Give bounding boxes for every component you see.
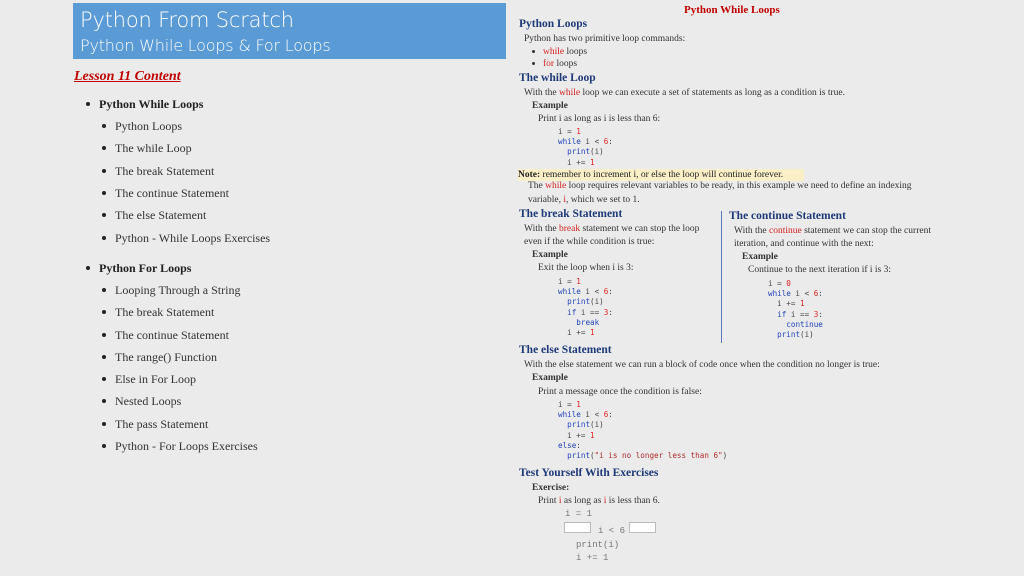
continue-description: With the continue statement we can stop … xyxy=(734,226,931,236)
bullet-icon xyxy=(86,102,90,106)
toc-item[interactable]: Looping Through a String xyxy=(86,279,270,301)
example-description: Print i as long as i is less than 6: xyxy=(538,114,661,124)
while-description: With the while loop we can execute a set… xyxy=(524,88,845,98)
toc-item[interactable]: The continue Statement xyxy=(86,182,270,204)
break-description: With the break statement we can stop the… xyxy=(524,224,700,234)
toc-item[interactable]: Else in For Loop xyxy=(86,368,270,390)
bullet-icon xyxy=(102,444,106,448)
example-description: Print a message once the condition is fa… xyxy=(538,387,702,397)
example-description: Continue to the next iteration if i is 3… xyxy=(748,265,892,275)
code-block-continue: i = 0 while i < 6: i += 1 if i == 3: con… xyxy=(768,279,823,340)
example-label: Example xyxy=(532,250,568,260)
exercise-code-line: i = 1 xyxy=(565,509,593,519)
bullet-icon xyxy=(102,354,106,359)
bullet-icon xyxy=(532,50,535,54)
bullet-icon xyxy=(102,310,106,315)
code-block-break: i = 1 while i < 6: print(i) if i == 3: b… xyxy=(558,277,613,338)
example-description: Exit the loop when i is 3: xyxy=(538,263,634,273)
toc-group-for: Python For Loops Looping Through a Strin… xyxy=(86,257,270,457)
toc-item[interactable]: The continue Statement xyxy=(86,323,270,345)
exercise-code-line: i += 1 xyxy=(576,553,609,563)
example-label: Example xyxy=(742,252,778,262)
course-title: Python From Scratch xyxy=(80,8,294,32)
note-box: Note: remember to increment i, or else t… xyxy=(518,169,804,181)
table-of-contents: Python While Loops Python Loops The whil… xyxy=(86,93,270,465)
bullet-icon xyxy=(102,235,106,240)
code-block-else: i = 1 while i < 6: print(i) i += 1 else:… xyxy=(558,400,728,461)
exercise-code-line: i < 6 xyxy=(598,526,626,536)
heading-exercises: Test Yourself With Exercises xyxy=(519,467,659,479)
exercise-blank-input-2[interactable] xyxy=(629,522,656,533)
exercise-label: Exercise: xyxy=(532,483,570,493)
continue-description-2: iteration, and continue with the next: xyxy=(734,239,874,249)
toc-item[interactable]: The break Statement xyxy=(86,160,270,182)
document-title: Python While Loops xyxy=(684,4,780,16)
bullet-icon xyxy=(102,146,106,151)
exercise-code-line: print(i) xyxy=(576,540,620,550)
loops-intro: Python has two primitive loop commands: xyxy=(524,34,686,44)
example-label: Example xyxy=(532,101,568,111)
bullet-icon xyxy=(532,62,535,66)
while-explanation: The while loop requires relevant variabl… xyxy=(528,181,912,191)
toc-item[interactable]: The range() Function xyxy=(86,346,270,368)
lesson-content-heading: Lesson 11 Content xyxy=(74,69,181,84)
else-description: With the else statement we can run a blo… xyxy=(524,360,880,370)
exercise-description: Print i as long as i is less than 6. xyxy=(538,496,660,506)
toc-item[interactable]: Python Loops xyxy=(86,115,270,137)
break-description-2: even if the while condition is true: xyxy=(524,237,655,247)
exercise-blank-input-1[interactable] xyxy=(564,522,591,533)
toc-group-title[interactable]: Python While Loops xyxy=(86,93,270,115)
bullet-icon xyxy=(102,191,106,196)
loops-list-item: for loops xyxy=(532,59,577,69)
toc-group-title[interactable]: Python For Loops xyxy=(86,257,270,279)
heading-continue: The continue Statement xyxy=(729,210,846,222)
while-explanation-2: variable, i, which we set to 1. xyxy=(528,195,640,205)
bullet-icon xyxy=(102,421,106,426)
example-label: Example xyxy=(532,373,568,383)
toc-item[interactable]: The else Statement xyxy=(86,204,270,226)
bullet-icon xyxy=(102,213,106,218)
code-block-while: i = 1 while i < 6: print(i) i += 1 xyxy=(558,127,613,167)
bullet-icon xyxy=(102,124,106,129)
title-banner: Python From Scratch Python While Loops &… xyxy=(73,3,506,59)
bullet-icon xyxy=(102,332,106,337)
heading-else: The else Statement xyxy=(519,344,612,356)
toc-item[interactable]: Python - While Loops Exercises xyxy=(86,226,270,248)
bullet-icon xyxy=(102,399,106,404)
loops-list-item: while loops xyxy=(532,47,587,57)
heading-break: The break Statement xyxy=(519,208,623,220)
lesson-subtitle: Python While Loops & For Loops xyxy=(80,36,331,55)
bullet-icon xyxy=(102,287,106,292)
heading-while-loop: The while Loop xyxy=(519,72,596,84)
bullet-icon xyxy=(102,377,106,382)
toc-item[interactable]: Nested Loops xyxy=(86,390,270,412)
bullet-icon xyxy=(102,168,106,173)
toc-group-while: Python While Loops Python Loops The whil… xyxy=(86,93,270,249)
toc-item[interactable]: The pass Statement xyxy=(86,413,270,435)
toc-item[interactable]: The break Statement xyxy=(86,301,270,323)
toc-item[interactable]: Python - For Loops Exercises xyxy=(86,435,270,457)
heading-python-loops: Python Loops xyxy=(519,18,588,30)
toc-item[interactable]: The while Loop xyxy=(86,137,270,159)
bullet-icon xyxy=(86,265,90,270)
column-divider xyxy=(721,211,722,343)
